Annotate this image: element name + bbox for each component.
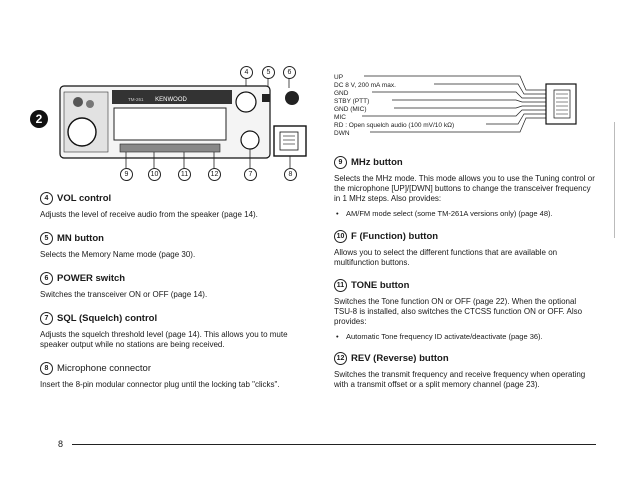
chapter-badge: 2 <box>30 110 48 128</box>
section-title: F (Function) button <box>351 230 439 242</box>
connector-pin-list: UP DC 8 V, 200 mA max. GND STBY (PTT) GN… <box>334 74 574 138</box>
callout-8: 8 <box>284 168 297 181</box>
section-number: 7 <box>40 312 53 325</box>
section-body: Allows you to select the different funct… <box>334 247 558 267</box>
pin-label: STBY (PTT) <box>334 98 370 105</box>
callout-9: 9 <box>120 168 133 181</box>
section-title: Microphone connector <box>57 363 151 375</box>
section-number: 6 <box>40 272 53 285</box>
page-edge-line <box>614 122 615 238</box>
section-body: Switches the Tone function ON or OFF (pa… <box>334 296 583 326</box>
callout-12: 12 <box>208 168 221 181</box>
pin-label: GND (MIC) <box>334 106 367 113</box>
section-number: 9 <box>334 156 347 169</box>
callout-11: 11 <box>178 168 191 181</box>
brand-label: KENWOOD <box>155 97 187 103</box>
section-body: Switches the transmit frequency and rece… <box>334 370 586 389</box>
pin-label: MIC <box>334 114 346 121</box>
section-body: Selects the MHz mode. This mode allows y… <box>334 174 595 203</box>
section-sql: 7 SQL (Squelch) control Adjusts the squel… <box>40 312 312 350</box>
model-label: TM-261 <box>128 97 144 102</box>
section-title: SQL (Squelch) control <box>57 313 158 325</box>
section-vol: 4 VOL control Adjusts the level of receiv… <box>40 192 312 220</box>
section-number: 8 <box>40 362 53 375</box>
bullet-item: •Automatic Tone frequency ID activate/de… <box>336 331 543 341</box>
section-title: POWER switch <box>57 273 126 285</box>
callout-5: 5 <box>262 66 275 79</box>
callout-4: 4 <box>240 66 253 79</box>
callout-6: 6 <box>283 66 296 79</box>
page-number: 8 <box>58 439 64 449</box>
section-mic-connector: 8 Microphone connector Insert the 8-pin m… <box>40 362 312 390</box>
section-number: 12 <box>334 352 347 365</box>
section-number: 5 <box>40 232 53 245</box>
radio-front-panel-illustration: KENWOOD TM-261 <box>59 78 307 168</box>
section-number: 10 <box>334 229 347 243</box>
section-title: MN button <box>57 233 104 245</box>
section-body: Selects the Memory Name mode (page 30). <box>40 250 196 259</box>
bullet-item: •AM/FM mode select (some TM-261A version… <box>336 209 553 218</box>
connector-wiring-diagram <box>362 75 577 133</box>
callout-10: 10 <box>148 168 161 181</box>
section-body: Insert the 8-pin modular connector plug … <box>40 380 280 389</box>
section-mn: 5 MN button Selects the Memory Name mode … <box>40 232 312 260</box>
callout-7: 7 <box>244 168 257 181</box>
section-body: Switches the transceiver ON or OFF (page… <box>40 290 208 299</box>
section-tone: 11 TONE button Switches the Tone function… <box>334 278 596 342</box>
pin-label: DWN <box>334 130 350 137</box>
pin-label: GND <box>334 90 349 97</box>
section-body: Adjusts the squelch threshold level (pag… <box>40 330 288 349</box>
section-title: REV (Reverse) button <box>351 353 449 365</box>
pin-label: DC 8 V, 200 mA max. <box>334 82 396 89</box>
left-column: 4 VOL control Adjusts the level of receiv… <box>40 192 312 390</box>
section-title: TONE button <box>351 279 410 291</box>
pin-label: RD : Open squelch audio (100 mV/10 kΩ) <box>334 122 455 129</box>
section-title: VOL control <box>57 193 112 205</box>
right-column: 9 MHz button Selects the MHz mode. This m… <box>334 156 596 390</box>
pin-label: UP <box>334 74 344 81</box>
section-function: 10 F (Function) button Allows you to sele… <box>334 229 596 268</box>
section-number: 11 <box>334 278 347 292</box>
section-mhz: 9 MHz button Selects the MHz mode. This m… <box>334 156 596 219</box>
section-body: Adjusts the level of receive audio from … <box>40 210 258 219</box>
section-number: 4 <box>40 192 53 205</box>
section-power: 6 POWER switch Switches the transceiver O… <box>40 272 312 300</box>
section-rev: 12 REV (Reverse) button Switches the tran… <box>334 352 596 390</box>
section-title: MHz button <box>351 157 403 169</box>
footer-rule <box>72 444 596 445</box>
